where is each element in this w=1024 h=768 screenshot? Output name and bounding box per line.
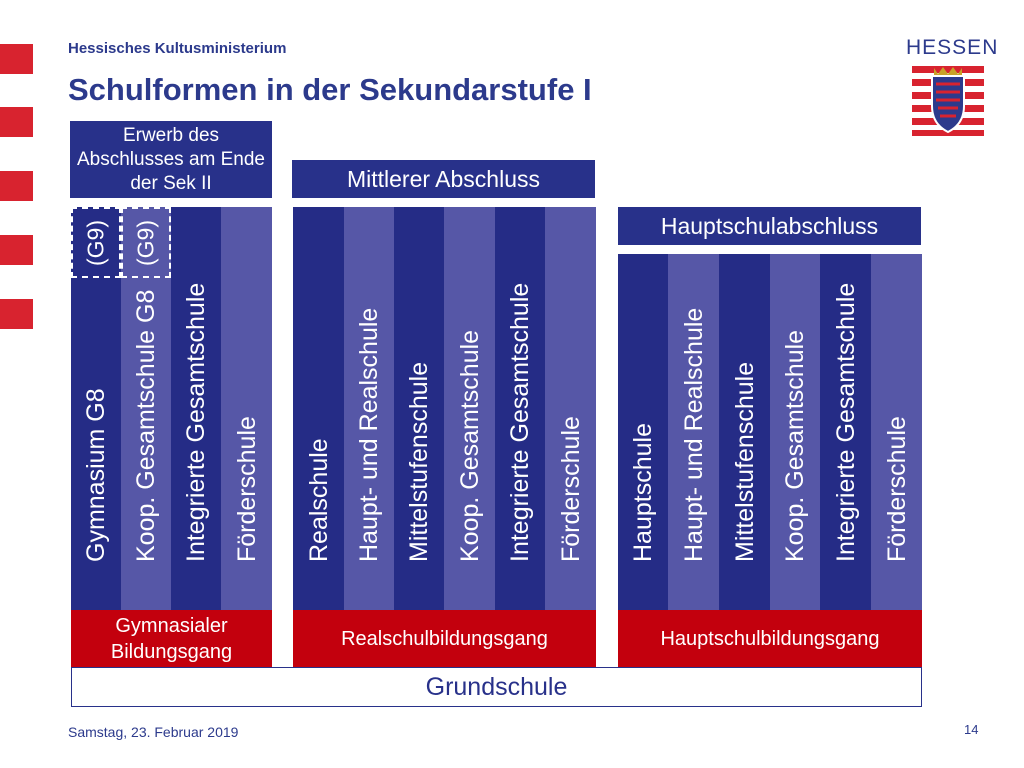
decor-red-bar — [0, 235, 33, 265]
column-foerderschule: Förderschule — [545, 207, 596, 610]
column-label: Realschule — [304, 438, 333, 562]
column-label: Integrierte Gesamtschule — [182, 282, 210, 562]
column-mittelstufenschule: Mittelstufenschule — [394, 207, 444, 610]
column-realschule: Realschule — [293, 207, 344, 610]
haupt-bildungsgang: Hauptschulbildungsgang — [618, 610, 922, 667]
real-top-label: Mittlerer Abschluss — [292, 160, 595, 198]
column-label: Integrierte Gesamtschule — [831, 282, 860, 562]
column-integrierte-gesamtschule: Integrierte Gesamtschule — [820, 254, 871, 610]
decor-red-bar — [0, 44, 33, 74]
column-label: Haupt- und Realschule — [679, 307, 708, 562]
page-title: Schulformen in der Sekundarstufe I — [68, 72, 592, 107]
g9-box: (G9) — [71, 207, 121, 278]
ministry-name: Hessisches Kultusministerium — [68, 40, 287, 57]
g9-box: (G9) — [121, 207, 171, 278]
footer-date: Samstag, 23. Februar 2019 — [68, 724, 239, 740]
column-label: Integrierte Gesamtschule — [506, 282, 534, 562]
column-koop-gesamtschule-g8: Koop. Gesamtschule G8 — [121, 207, 171, 610]
hessen-coat-of-arms-icon — [912, 66, 984, 136]
column-hauptschule: Hauptschule — [618, 254, 668, 610]
g9-label: (G9) — [132, 219, 159, 266]
haupt-top-label: Hauptschulabschluss — [618, 207, 921, 245]
column-label: Hauptschule — [629, 423, 657, 562]
column-label: Gymnasium G8 — [82, 388, 110, 562]
gymnasial-bildungsgang: Gymnasialer Bildungsgang — [71, 610, 272, 667]
column-koop-gesamtschule: Koop. Gesamtschule — [770, 254, 820, 610]
column-gymnasium-g8: Gymnasium G8 — [71, 207, 121, 610]
column-mittelstufenschule: Mittelstufenschule — [719, 254, 770, 610]
column-label: Mittelstufenschule — [405, 361, 433, 562]
real-bildungsgang: Realschulbildungsgang — [293, 610, 596, 667]
column-label: Mittelstufenschule — [730, 361, 759, 562]
column-label: Koop. Gesamtschule — [455, 329, 484, 562]
grundschule-base: Grundschule — [71, 667, 922, 707]
column-label: Haupt- und Realschule — [355, 307, 383, 562]
decor-red-bar — [0, 171, 33, 201]
column-foerderschule: Förderschule — [221, 207, 272, 610]
decor-red-bar — [0, 299, 33, 329]
column-koop-gesamtschule: Koop. Gesamtschule — [444, 207, 495, 610]
column-integrierte-gesamtschule: Integrierte Gesamtschule — [171, 207, 221, 610]
column-label: Koop. Gesamtschule — [781, 329, 809, 562]
column-foerderschule: Förderschule — [871, 254, 922, 610]
column-haupt-und-realschule: Haupt- und Realschule — [344, 207, 394, 610]
column-integrierte-gesamtschule: Integrierte Gesamtschule — [495, 207, 545, 610]
hessen-logo-text: HESSEN — [906, 36, 999, 59]
column-label: Förderschule — [882, 416, 911, 562]
g9-label: (G9) — [82, 219, 109, 266]
column-label: Koop. Gesamtschule G8 — [132, 289, 160, 562]
column-haupt-und-realschule: Haupt- und Realschule — [668, 254, 719, 610]
column-label: Förderschule — [556, 416, 585, 562]
column-label: Förderschule — [232, 416, 261, 562]
decor-red-bar — [0, 107, 33, 137]
gymnasial-top-label: Erwerb des Abschlusses am Ende der Sek I… — [70, 121, 272, 198]
page-number: 14 — [964, 722, 979, 737]
